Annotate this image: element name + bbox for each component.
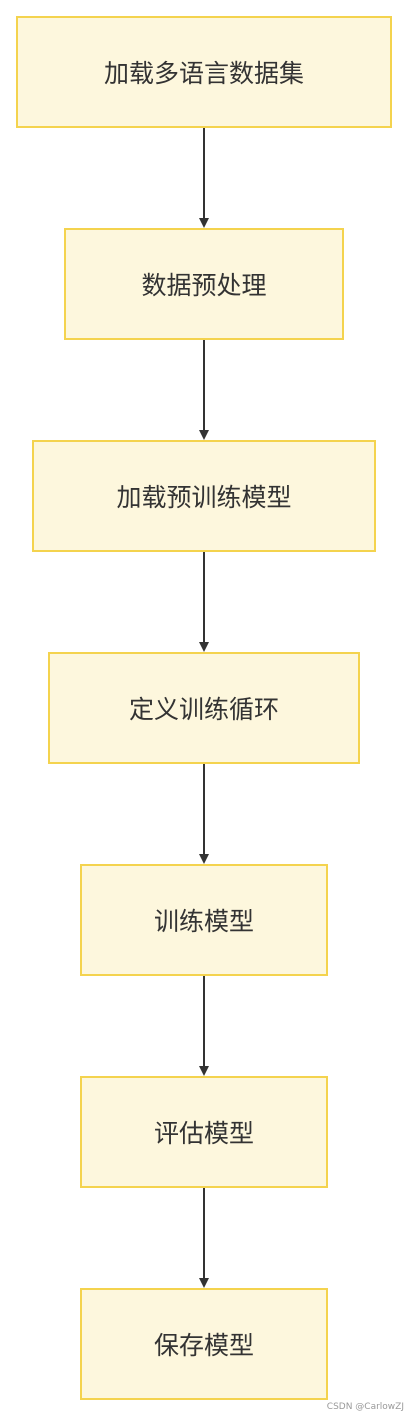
node-preprocess: 数据预处理: [64, 228, 344, 340]
node-label: 数据预处理: [141, 271, 267, 300]
node-evaluate: 评估模型: [80, 1076, 328, 1188]
node-label: 训练模型: [153, 907, 254, 936]
watermark: CSDN @CarlowZJ: [326, 1402, 404, 1412]
node-label: 定义训练循环: [128, 695, 279, 724]
node-label: 加载预训练模型: [116, 483, 292, 512]
node-load-model: 加载预训练模型: [32, 440, 376, 552]
node-label: 保存模型: [153, 1331, 254, 1360]
node-save: 保存模型: [80, 1288, 328, 1400]
node-load-data: 加载多语言数据集: [16, 16, 392, 128]
node-label: 评估模型: [153, 1119, 254, 1148]
node-label: 加载多语言数据集: [103, 59, 304, 88]
node-train: 训练模型: [80, 864, 328, 976]
node-define-loop: 定义训练循环: [48, 652, 360, 764]
